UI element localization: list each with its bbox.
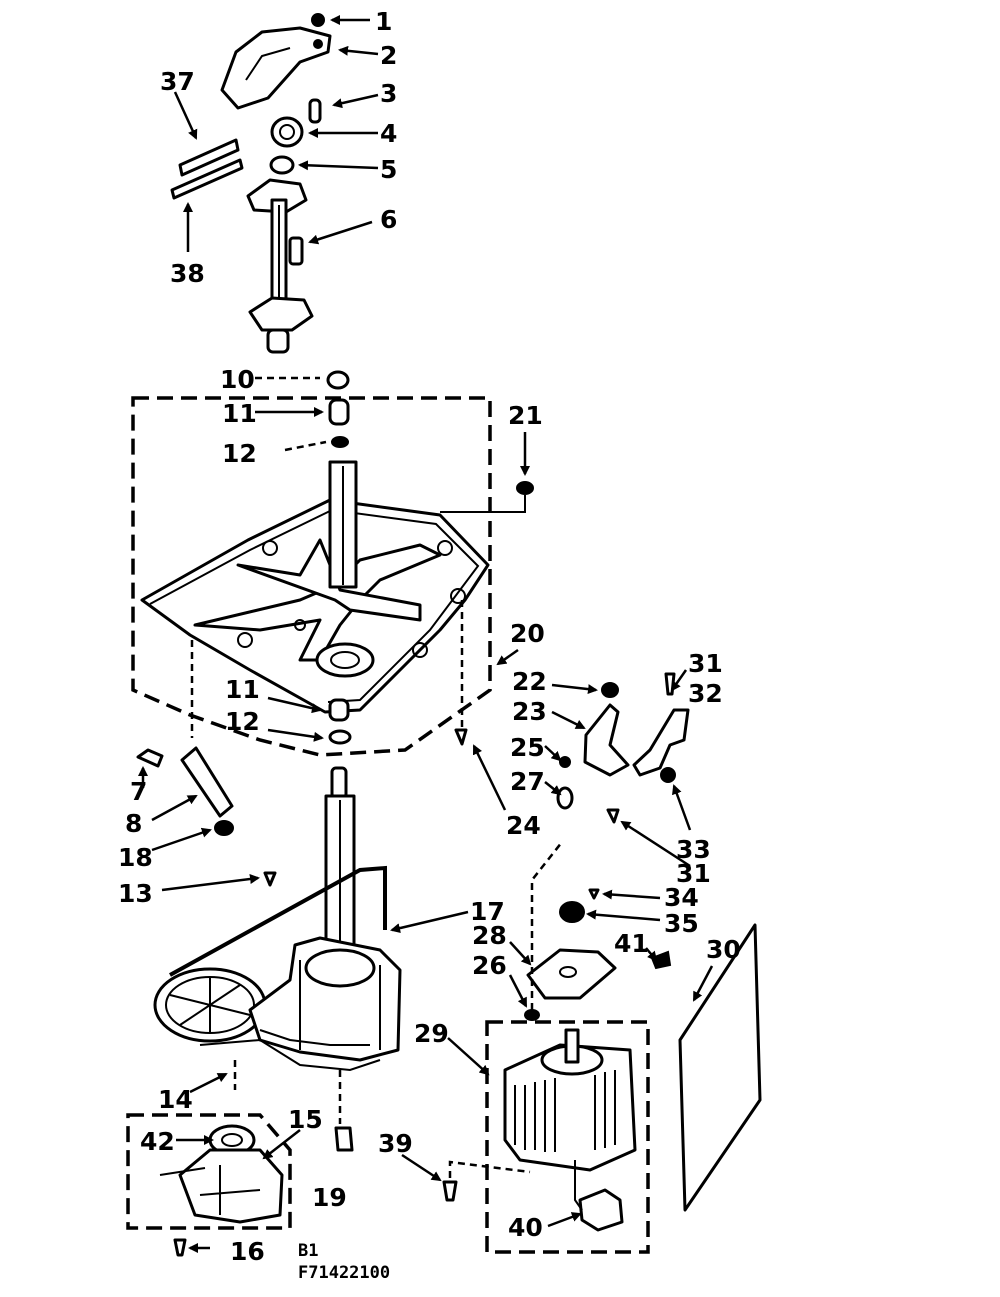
part-39-screw [442,1180,458,1202]
callout-11-lower: 11 [225,675,260,704]
part-21-nut [516,481,534,495]
diagram-code-line2: F71422100 [298,1263,390,1283]
part-32-bracket [632,708,690,777]
motor-bracket-assembly [556,672,690,824]
callout-33: 33 [676,835,711,864]
callout-40: 40 [508,1213,543,1242]
callout-7: 7 [130,777,147,806]
part-26-washer [524,1009,540,1021]
upper-shaft [246,178,314,354]
motor-group-box [485,1020,650,1254]
part-38-strip [170,158,244,200]
callout-28: 28 [472,921,507,950]
part-30-panel [678,923,762,1212]
callout-39: 39 [378,1129,413,1158]
callout-11-upper: 11 [222,399,257,428]
callout-42: 42 [140,1127,175,1156]
callout-22: 22 [512,667,547,696]
part-33-nut [660,767,676,783]
callout-12-upper: 12 [222,439,257,468]
callout-14: 14 [158,1085,193,1114]
base-plate-group-box [131,396,492,757]
callout-31-upper: 31 [688,649,723,678]
part-19-bolt [334,1126,354,1152]
callout-31-lower: 31 [676,859,711,888]
part-37-strip [178,138,240,177]
part-12-washer-lower [328,729,352,745]
part-8-leg [180,746,234,818]
part-25-washer [559,756,571,768]
part-22-nut [601,682,619,698]
callout-labels: 1 2 3 4 5 6 37 38 10 11 12 21 20 22 23 2… [118,7,741,1266]
callout-5: 5 [380,155,397,184]
callout-12-lower: 12 [225,707,260,736]
callout-15: 15 [288,1105,323,1134]
base-plate-assembly [131,370,534,757]
part-11-bushing-lower [328,698,350,722]
part-16-screw [173,1238,187,1257]
leader-arrows [138,15,714,1253]
callout-20: 20 [510,619,545,648]
callout-1: 1 [375,7,392,36]
callout-18: 18 [118,843,153,872]
part-31-screw-lower [606,808,620,824]
callout-32: 32 [688,679,723,708]
pump-group-box [126,1113,292,1230]
leg-assembly [136,746,234,836]
part-1-nut [311,13,325,27]
part-40-capacitor [578,1188,624,1232]
part-35-nut [559,901,585,923]
part-6-clip [288,236,304,266]
callout-21: 21 [508,401,543,430]
part-28-plate [526,948,617,1000]
callout-3: 3 [380,79,397,108]
callout-24: 24 [506,811,541,840]
pump-assembly [126,1113,292,1257]
part-23-bracket [583,703,630,777]
part-17-belt [169,865,387,977]
motor-assembly [442,841,672,1254]
callout-23: 23 [512,697,547,726]
callout-17: 17 [470,897,505,926]
diagram-code-line1: B1 [298,1241,318,1261]
part-12-washer-upper [331,436,349,448]
callout-25: 25 [510,733,545,762]
callout-35: 35 [664,909,699,938]
part-34-screw [588,888,600,900]
transmission-assembly [153,766,402,1152]
callout-10: 10 [220,365,255,394]
callout-4: 4 [380,119,397,148]
part-13-screw [263,871,277,887]
part-5-cap [269,155,295,175]
part-10-nut [326,370,350,390]
top-shaft-assembly [170,13,332,354]
part-11-bushing-upper [328,398,350,426]
callout-16: 16 [230,1237,265,1266]
part-7-pad [136,748,164,768]
callout-30: 30 [706,935,741,964]
part-15-pump [178,1148,284,1224]
callout-2: 2 [380,41,397,70]
callout-6: 6 [380,205,397,234]
part-31-screw-upper [664,672,676,696]
callout-26: 26 [472,951,507,980]
part-24-bolt [454,728,468,746]
callout-8: 8 [125,809,142,838]
callout-37: 37 [160,67,195,96]
callout-38: 38 [170,259,205,288]
callout-27: 27 [510,767,545,796]
part-3-screw [308,98,322,124]
callout-29: 29 [414,1019,449,1048]
part-41-clip [650,950,672,970]
callout-19: 19 [312,1183,347,1212]
callout-41: 41 [614,929,649,958]
callout-13: 13 [118,879,153,908]
part-27-bushing [556,786,574,810]
part-18-nut [214,820,234,836]
part-2-bracket [220,26,332,110]
part-4-ring [270,116,304,148]
callout-34: 34 [664,883,699,912]
